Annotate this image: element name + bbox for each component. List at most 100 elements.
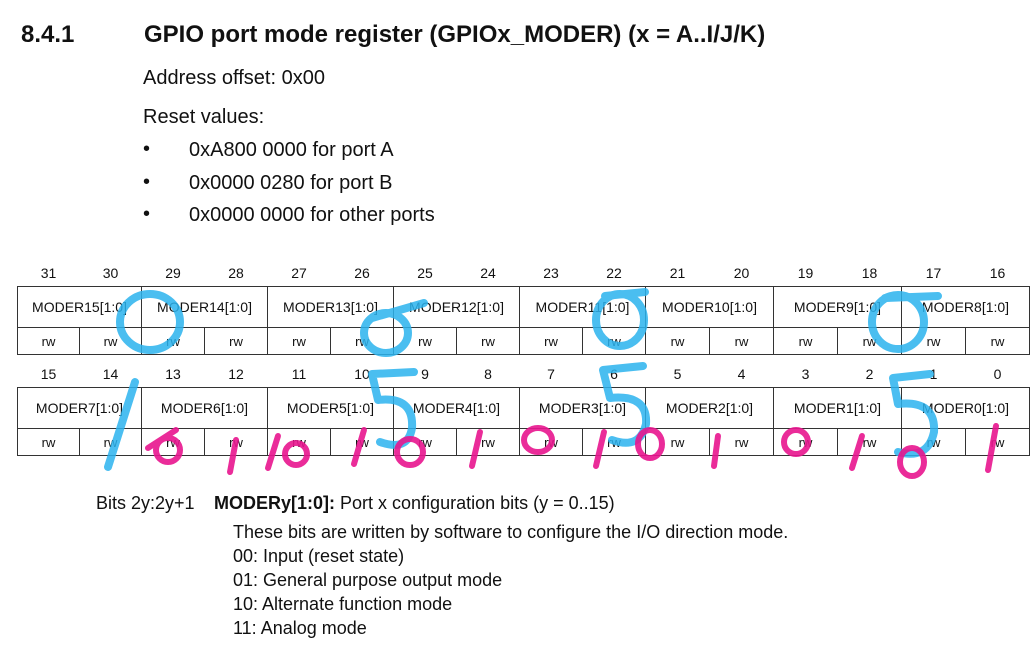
reset-value-port-b: 0x0000 0280 for port B — [189, 171, 393, 194]
bullet-icon: • — [143, 203, 151, 225]
bit-number: 7 — [547, 365, 555, 382]
field-moder0: MODER0[1:0] — [901, 387, 1030, 429]
section-number: 8.4.1 — [21, 21, 75, 48]
field-moder1: MODER1[1:0] — [773, 387, 902, 429]
bit-number: 31 — [40, 264, 57, 281]
access-cell: rw — [645, 327, 710, 355]
access-cell: rw — [519, 428, 583, 456]
bit-number: 30 — [102, 264, 119, 281]
access-cell: rw — [393, 428, 457, 456]
section-title: GPIO port mode register (GPIOx_MODER) (x… — [144, 21, 766, 48]
bit-number: 6 — [610, 365, 618, 382]
field-name-row: MODER7[1:0] MODER6[1:0] MODER5[1:0] MODE… — [17, 387, 1030, 429]
access-cell: rw — [204, 327, 268, 355]
access-cell: rw — [141, 428, 205, 456]
bullet-icon: • — [143, 170, 151, 193]
reset-value-port-a: 0xA800 0000 for port A — [189, 139, 394, 161]
field-moder9: MODER9[1:0] — [773, 286, 902, 328]
access-cell: rw — [773, 428, 838, 456]
bit-number: 24 — [480, 264, 496, 281]
bit-number: 20 — [733, 264, 750, 281]
access-cell: rw — [17, 428, 80, 456]
mode-option-alternate: 10: Alternate function mode — [233, 594, 453, 614]
field-moder15: MODER15[1:0] — [17, 286, 142, 328]
bit-number-row: 15 14 13 12 11 10 9 8 7 6 5 4 3 2 1 0 — [18, 360, 1030, 388]
bit-number: 0 — [993, 365, 1002, 382]
address-offset: Address offset: 0x00 — [143, 67, 325, 89]
register-table-high: 31 30 29 28 27 26 25 24 23 22 21 20 19 1… — [17, 259, 1030, 355]
reset-values-label: Reset values: — [143, 106, 265, 128]
access-cell: rw — [582, 327, 646, 355]
field-moder6: MODER6[1:0] — [141, 387, 268, 429]
field-moder3: MODER3[1:0] — [519, 387, 646, 429]
bit-number: 18 — [861, 264, 878, 281]
field-name: MODERy[1:0]: — [214, 493, 336, 513]
bit-number: 5 — [673, 365, 682, 382]
access-cell: rw — [330, 428, 394, 456]
bit-number: 27 — [291, 264, 307, 281]
bit-number: 2 — [865, 365, 874, 382]
bits-range-label: Bits 2y:2y+1 — [96, 493, 195, 513]
field-name-row: MODER15[1:0] MODER14[1:0] MODER13[1:0] M… — [17, 286, 1030, 328]
bit-number: 15 — [40, 365, 57, 382]
access-cell: rw — [79, 428, 142, 456]
bit-number: 8 — [484, 365, 492, 382]
field-moder11: MODER11[1:0] — [519, 286, 646, 328]
bit-number: 21 — [669, 264, 686, 281]
bit-description-body: These bits are written by software to co… — [233, 522, 788, 642]
bit-description-header: Bits 2y:2y+1 MODERy[1:0]: Port x configur… — [96, 493, 615, 514]
reset-value-other-ports: 0x0000 0000 for other ports — [189, 204, 435, 226]
description-text: These bits are written by software to co… — [233, 522, 789, 542]
access-cell: rw — [837, 327, 902, 355]
access-cell: rw — [519, 327, 583, 355]
access-cell: rw — [267, 428, 331, 456]
access-row: rw rw rw rw rw rw rw rw rw rw rw rw rw r… — [17, 428, 1030, 456]
bit-number: 25 — [417, 264, 433, 281]
access-cell: rw — [582, 428, 646, 456]
access-row: rw rw rw rw rw rw rw rw rw rw rw rw rw r… — [17, 327, 1030, 355]
access-cell: rw — [901, 327, 966, 355]
bit-number: 10 — [354, 365, 370, 382]
field-moder2: MODER2[1:0] — [645, 387, 774, 429]
access-cell: rw — [901, 428, 966, 456]
access-cell: rw — [393, 327, 457, 355]
bit-number: 13 — [165, 365, 181, 382]
bit-number: 23 — [543, 264, 559, 281]
bit-number: 19 — [797, 264, 814, 281]
bit-number: 1 — [929, 365, 938, 382]
access-cell: rw — [709, 428, 774, 456]
bit-number: 16 — [989, 264, 1006, 281]
field-moder7: MODER7[1:0] — [17, 387, 142, 429]
bit-number: 4 — [737, 365, 746, 382]
access-cell: rw — [456, 327, 520, 355]
field-moder12: MODER12[1:0] — [393, 286, 520, 328]
field-moder10: MODER10[1:0] — [645, 286, 774, 328]
access-cell: rw — [267, 327, 331, 355]
access-cell: rw — [645, 428, 710, 456]
field-moder5: MODER5[1:0] — [267, 387, 394, 429]
access-cell: rw — [204, 428, 268, 456]
access-cell: rw — [456, 428, 520, 456]
access-cell: rw — [965, 327, 1030, 355]
mode-option-input: 00: Input (reset state) — [233, 546, 405, 566]
access-cell: rw — [17, 327, 80, 355]
bit-number: 17 — [925, 264, 942, 281]
bit-number: 28 — [228, 264, 244, 281]
bit-number: 29 — [165, 264, 181, 281]
access-cell: rw — [965, 428, 1030, 456]
register-table-low: 15 14 13 12 11 10 9 8 7 6 5 4 3 2 1 0 MO… — [17, 360, 1030, 456]
field-moder13: MODER13[1:0] — [267, 286, 394, 328]
bit-number: 11 — [291, 365, 307, 382]
mode-option-output: 01: General purpose output mode — [233, 570, 503, 590]
field-summary: Port x configuration bits (y = 0..15) — [335, 493, 615, 513]
access-cell: rw — [330, 327, 394, 355]
bit-number: 14 — [102, 365, 119, 382]
bit-number: 22 — [606, 264, 622, 281]
mode-option-analog: 11: Analog mode — [233, 618, 367, 638]
field-moder4: MODER4[1:0] — [393, 387, 520, 429]
access-cell: rw — [141, 327, 205, 355]
access-cell: rw — [79, 327, 142, 355]
field-moder14: MODER14[1:0] — [141, 286, 268, 328]
bit-number: 12 — [228, 365, 244, 382]
access-cell: rw — [773, 327, 838, 355]
